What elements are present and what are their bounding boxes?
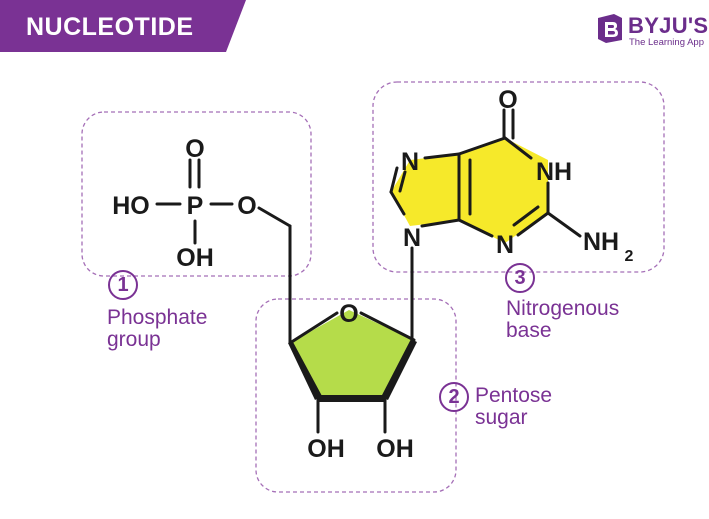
pentose-sugar-box bbox=[255, 298, 457, 493]
base-n7: N bbox=[401, 148, 419, 176]
phosphate-group-box bbox=[81, 111, 312, 277]
sugar-ring bbox=[290, 310, 414, 398]
phosphate-bonds bbox=[155, 158, 234, 245]
logo-name: BYJU'S bbox=[628, 13, 709, 38]
base-o: O bbox=[498, 86, 517, 114]
sugar-oh-left: OH bbox=[307, 435, 345, 463]
page-title: NUCLEOTIDE bbox=[26, 13, 194, 41]
phosphate-p: P bbox=[187, 192, 204, 220]
sugar-ring-o: O bbox=[339, 300, 358, 328]
base-n9: N bbox=[403, 224, 421, 252]
sugar-front-edge-left bbox=[288, 342, 322, 400]
phosphate-label-line1: Phosphate bbox=[107, 306, 208, 329]
base-label-line1: Nitrogenous bbox=[506, 297, 620, 320]
sugar-number-badge: 2 bbox=[439, 382, 469, 412]
phosphate-label-line2: group bbox=[107, 328, 161, 351]
phosphate-o-top: O bbox=[185, 135, 204, 163]
sugar-front-edge-bottom bbox=[318, 395, 385, 402]
sugar-oh-right: OH bbox=[376, 435, 414, 463]
base-nh2-subscript: 2 bbox=[625, 248, 634, 265]
phosphate-o-link: O bbox=[237, 192, 256, 220]
sugar-bonds bbox=[257, 206, 416, 434]
title-banner bbox=[0, 0, 246, 52]
sugar-front-edge-right bbox=[381, 339, 417, 400]
phosphate-number-badge: 1 bbox=[108, 270, 138, 300]
byjus-logo-icon bbox=[598, 14, 622, 43]
logo-tagline: The Learning App bbox=[629, 37, 705, 48]
imidazole-ring bbox=[391, 154, 459, 226]
base-nh: NH bbox=[536, 158, 572, 186]
base-nh2: NH bbox=[583, 228, 619, 256]
base-n3: N bbox=[496, 231, 514, 259]
sugar-label-line2: sugar bbox=[475, 406, 528, 429]
byjus-logo: BYJU'S The Learning App bbox=[596, 12, 709, 50]
sugar-label-line1: Pentose bbox=[475, 384, 553, 407]
phosphate-oh: OH bbox=[176, 244, 214, 272]
base-bonds bbox=[389, 108, 582, 342]
base-label-line2: base bbox=[506, 319, 552, 342]
base-number-badge: 3 bbox=[505, 263, 535, 293]
phosphate-ho: HO bbox=[112, 192, 150, 220]
